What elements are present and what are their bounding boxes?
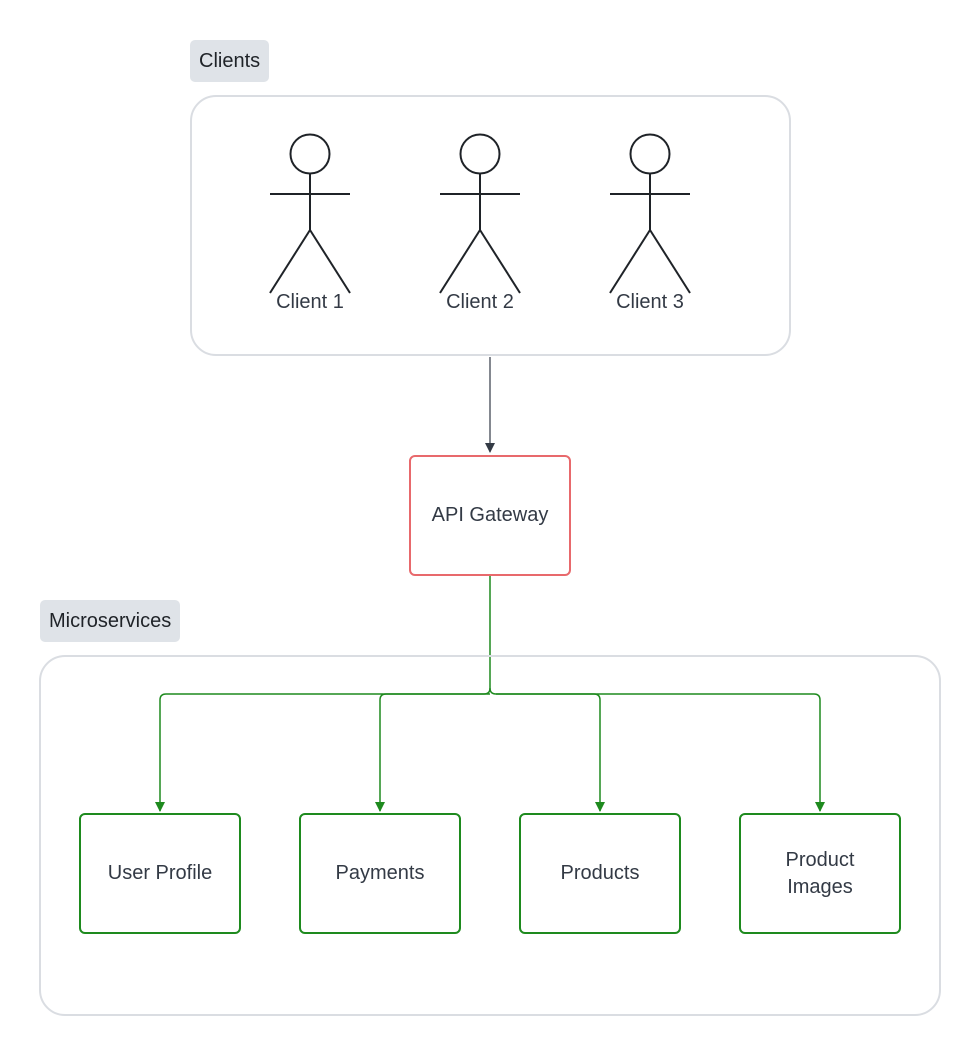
microservices-group-container xyxy=(39,655,941,1016)
products-service-node[interactable]: Products xyxy=(519,813,681,934)
user-profile-service-node[interactable]: User Profile xyxy=(79,813,241,934)
stick-figure-icon xyxy=(609,133,691,294)
clients-group-container xyxy=(190,95,791,356)
service-label: Product Images xyxy=(785,848,855,898)
service-label: Payments xyxy=(335,862,425,884)
client-1-actor: Client 1 xyxy=(260,133,360,324)
api-gateway-node[interactable]: API Gateway xyxy=(409,455,571,576)
service-label: Products xyxy=(560,862,640,884)
stick-figure-icon xyxy=(269,133,351,294)
product-images-service-node[interactable]: Product Images xyxy=(739,813,901,934)
client-2-actor: Client 2 xyxy=(430,133,530,324)
payments-service-node[interactable]: Payments xyxy=(299,813,461,934)
microservices-group-label: Microservices xyxy=(40,600,181,642)
service-label: User Profile xyxy=(107,862,213,884)
stick-figure-icon xyxy=(439,133,521,294)
client-label: Client 2 xyxy=(446,291,514,313)
api-gateway-label: API Gateway xyxy=(431,504,549,526)
client-3-actor: Client 3 xyxy=(600,133,700,324)
client-label: Client 3 xyxy=(616,291,684,313)
client-label: Client 1 xyxy=(276,291,344,313)
clients-group-label: Clients xyxy=(190,40,270,82)
